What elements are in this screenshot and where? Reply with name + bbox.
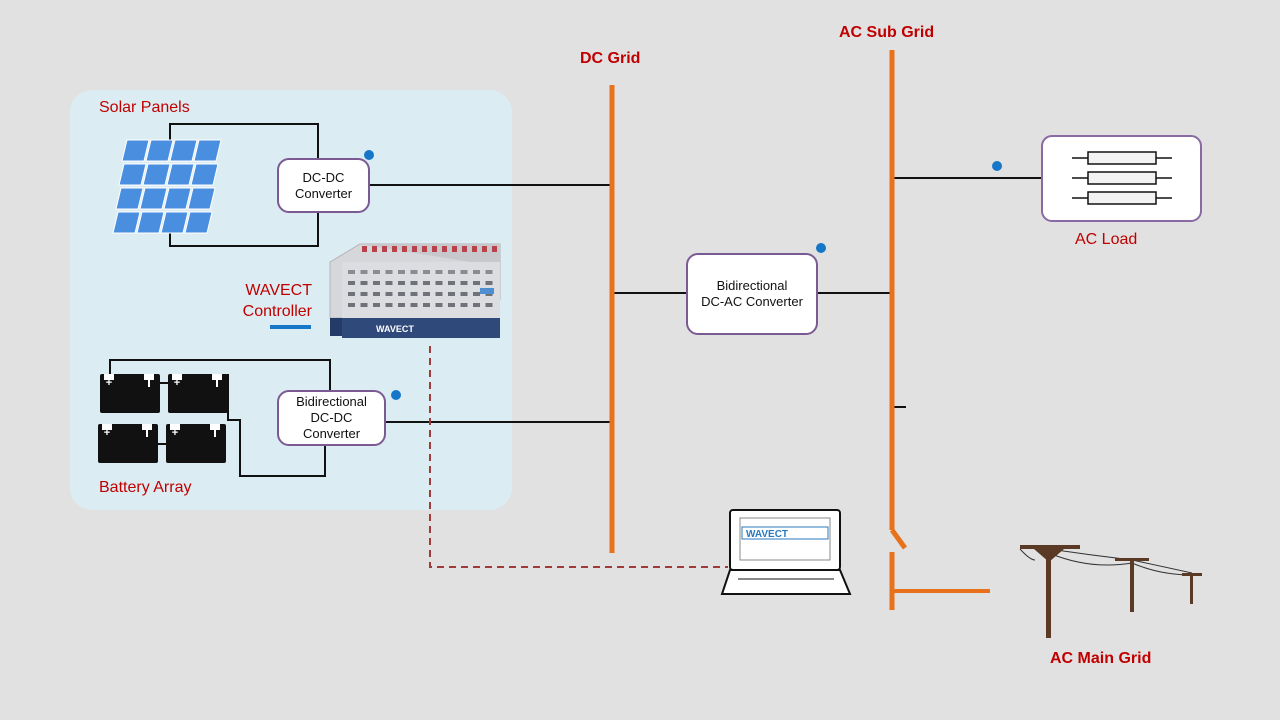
- solar-cell: [166, 163, 195, 186]
- bidirectional-dc-ac-converter: Bidirectional DC-AC Converter: [686, 253, 818, 335]
- bidir-dcac-line1: Bidirectional: [716, 278, 788, 293]
- bidir-dcdc-status-dot: [391, 390, 401, 400]
- solar-cell: [112, 211, 141, 234]
- solar-cell: [136, 211, 165, 234]
- bidir-dcac-status-dot: [816, 243, 826, 253]
- bidir-dcdc-line3: Converter: [302, 426, 361, 441]
- laptop-logo-text: WAVECT: [746, 529, 788, 540]
- solar-cell: [190, 163, 219, 186]
- battery-array-label: Battery Array: [99, 479, 192, 496]
- solar-cell: [142, 163, 171, 186]
- ac-load-box: [1041, 135, 1202, 222]
- battery-cell: +: [168, 374, 228, 413]
- battery-cell: +: [100, 374, 160, 413]
- dc-grid-label: DC Grid: [580, 50, 641, 67]
- battery-cell: +: [166, 424, 226, 463]
- solar-cell: [184, 211, 213, 234]
- battery-wiring: [109, 359, 331, 477]
- bidir-dcac-line2: DC-AC Converter: [701, 294, 803, 309]
- solar-cell: [193, 139, 222, 162]
- dcdc-line2: Converter: [294, 185, 353, 201]
- solar-cell: [115, 187, 144, 210]
- dc-feeders: [370, 177, 1042, 423]
- wavect-controller-label-line1: WAVECT: [245, 282, 312, 299]
- solar-panel-icon: [112, 139, 222, 234]
- wavect-controller-label: WAVECT Controller: [222, 280, 312, 322]
- solar-cell: [169, 139, 198, 162]
- battery-icon: + + + +: [98, 374, 228, 463]
- solar-cell: [139, 187, 168, 210]
- solar-cell: [160, 211, 189, 234]
- solar-cell: [121, 139, 150, 162]
- ac-sub-grid-label: AC Sub Grid: [839, 24, 935, 41]
- controller-device-icon: WAVECT: [329, 243, 501, 338]
- ac-load-status-dot: [992, 161, 1002, 171]
- svg-text:+: +: [174, 377, 180, 389]
- breaker-switch: [889, 528, 908, 550]
- bidir-dcdc-line1: Bidirectional: [296, 394, 367, 409]
- dc-dc-converter: DC-DC Converter: [277, 158, 370, 213]
- solar-panels-label: Solar Panels: [99, 99, 190, 116]
- solar-cell: [187, 187, 216, 210]
- bidirectional-dc-dc-converter: Bidirectional DC-DC Converter: [277, 390, 386, 446]
- resistor-icon: [1072, 151, 1172, 205]
- laptop-icon: WAVECT: [720, 509, 852, 595]
- battery-cell: +: [98, 424, 158, 463]
- dcdc-line1: DC-DC: [302, 169, 345, 185]
- wavect-controller-label-line2: Controller: [242, 303, 312, 320]
- device-logo-text: WAVECT: [376, 324, 414, 334]
- solar-wiring: [169, 123, 319, 247]
- ac-load-label: AC Load: [1075, 231, 1138, 248]
- solar-cell: [145, 139, 174, 162]
- dcdc-status-dot: [364, 150, 374, 160]
- svg-text:+: +: [172, 427, 178, 439]
- bidir-dcdc-line2: DC-DC: [310, 410, 353, 425]
- comm-link: [429, 346, 728, 568]
- solar-cell: [163, 187, 192, 210]
- ac-main-grid-label: AC Main Grid: [1050, 650, 1152, 667]
- svg-text:+: +: [106, 377, 112, 389]
- solar-cell: [118, 163, 147, 186]
- utility-pole-icon: [1019, 545, 1202, 638]
- svg-text:+: +: [104, 427, 110, 439]
